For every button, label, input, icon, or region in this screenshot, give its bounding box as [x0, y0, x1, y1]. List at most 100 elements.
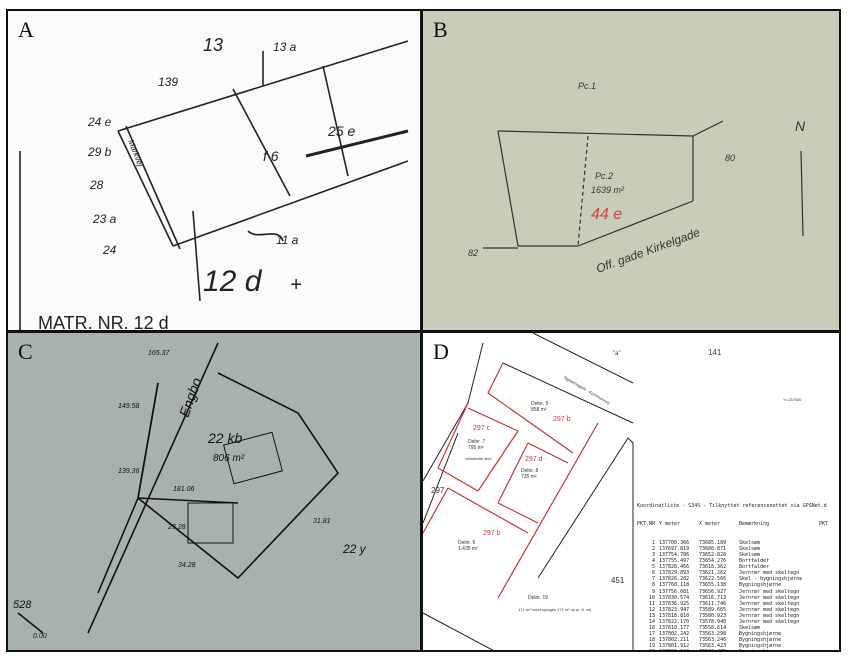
table-cell: Jernrør med skeltegn — [739, 600, 800, 607]
table-cell: 73685.189 — [699, 539, 727, 546]
table-cell: 73563.298 — [699, 631, 727, 638]
table-cell: Bygningshjørne — [739, 582, 782, 589]
table-cell: 137755.497 — [659, 558, 690, 565]
map-label: 858 m² — [531, 407, 547, 413]
table-cell: Skelsøm — [739, 545, 761, 552]
table-cell: Bygningshjørne — [739, 631, 782, 638]
table-cell: 9 — [651, 588, 655, 595]
table-cell: Bygningshjørne — [739, 637, 782, 644]
header-cell: X meter — [699, 521, 721, 528]
table-cell: 6 — [651, 570, 655, 577]
table-cell: 137756.081 — [659, 588, 690, 595]
table-cell: Jernrør med skeltegn — [739, 594, 800, 601]
table-cell: 137801.912 — [659, 643, 690, 650]
map-label: Delnr. 9 — [531, 401, 548, 407]
map-label: Delnr. 19 — [528, 595, 548, 601]
table-title: Koordinatliste - S34S - Tilknyttet refer… — [637, 503, 827, 510]
map-label: Delnr. 7 — [468, 439, 485, 445]
map-label: Pc.1 — [578, 81, 596, 91]
table-cell: Skel - bygningshjørne — [739, 576, 803, 583]
map-label: 165.37 — [148, 350, 171, 357]
map-label: Pc.2 — [595, 171, 613, 181]
table-cell: 16 — [648, 625, 655, 632]
table-cell: 4 — [651, 558, 655, 565]
table-cell: 10 — [648, 594, 655, 601]
map-label: 23 a — [92, 212, 117, 226]
table-cell: Skelsøm — [739, 539, 761, 546]
panel-label: A — [18, 17, 34, 42]
table-cell: 5 — [651, 564, 655, 571]
map-label: Delnr. 8 — [521, 468, 538, 474]
map-label: 28 — [89, 178, 104, 192]
panel-c: Engbo 22 kb 806 m² 22 y 528 0.00 165.37 … — [6, 331, 422, 652]
map-label: vinkelrette skel — [465, 456, 492, 461]
table-cell: 137802.242 — [659, 631, 690, 638]
coordinate-table: Koordinatliste - S34S - Tilknyttet refer… — [637, 491, 828, 650]
table-cell: 17 — [648, 631, 655, 638]
table-row: 17 137802.242 73563.298 Bygningshjørne — [637, 631, 828, 637]
parcel-label: 297 b — [553, 416, 571, 423]
map-b-drawing: Pc.1 Pc.2 1639 m² 44 e 80 82 Off. gade K… — [468, 81, 806, 276]
parcel-label: 297 d — [525, 456, 543, 463]
table-row: 4 137755.497 73654.276 Bortfalder — [637, 558, 828, 564]
map-label: 82 — [468, 248, 478, 258]
map-label: 31.81 — [313, 518, 331, 525]
map-label: 22 y — [342, 542, 367, 556]
header-cell: Bemærkning — [739, 521, 770, 528]
table-cell: Jernrør med skeltegn — [739, 606, 800, 613]
table-cell: Jernrør med skeltegn — [739, 618, 800, 625]
table-cell: Skelsøm — [739, 625, 761, 632]
map-label: 22 kb — [207, 430, 242, 446]
table-cell: 137802.211 — [659, 637, 690, 644]
panel-b: Pc.1 Pc.2 1639 m² 44 e 80 82 Off. gade K… — [421, 9, 841, 332]
table-cell: 12 — [648, 606, 655, 613]
map-label: 80 — [725, 153, 735, 163]
table-cell: 7 — [651, 576, 655, 583]
table-cell: 73654.276 — [699, 558, 727, 565]
map-label: f 6 — [263, 148, 279, 164]
panel-label: B — [433, 17, 448, 42]
table-cell: 137754.786 — [659, 551, 690, 558]
map-label: 23.28 — [167, 524, 186, 531]
table-cell: 73656.927 — [699, 588, 727, 595]
map-label: + — [290, 274, 302, 296]
map-label: Delnr. 6 — [458, 540, 475, 546]
table-cell: 73655.138 — [699, 582, 727, 589]
table-cell: 73589.665 — [699, 606, 727, 613]
coordinate-label: Y=137920 — [783, 397, 802, 402]
map-label: 149.58 — [118, 403, 140, 410]
map-label: 181.06 — [173, 486, 195, 493]
table-cell: 11 — [648, 600, 655, 607]
table-cell: 137826.282 — [659, 576, 690, 583]
panel-d: 141 "a" 297 297 b 297 c 297 d 297 b 451 … — [421, 331, 841, 652]
map-label: 1.435 m² — [458, 546, 478, 552]
table-cell: Bortfalder — [739, 558, 770, 565]
table-cell: 14 — [648, 618, 655, 625]
map-label: 451 — [611, 576, 625, 585]
header-cell: PKT — [819, 521, 829, 528]
map-title: MATR. NR. 12 d — [38, 313, 169, 332]
table-cell: 137760.118 — [659, 582, 690, 589]
map-label: 24 e — [87, 115, 112, 129]
table-cell: 137818.810 — [659, 612, 690, 619]
table-row: 9 137756.081 73656.927 Jernrør med skeltegn — [637, 589, 828, 595]
table-cell: 73618.362 — [699, 564, 727, 571]
table-cell: 137830.574 — [659, 594, 690, 601]
table-cell: 137700.366 — [659, 539, 690, 546]
table-row: 20137801.94273563.475Bygningshjørne — [637, 649, 828, 650]
table-cell: 20 — [637, 649, 655, 650]
table-cell: 73578.940 — [699, 618, 727, 625]
table-cell: Jernrør med skeltegn — [739, 570, 800, 577]
table-cell: Jernrør med skeltegn — [739, 588, 800, 595]
table-cell: 137822.170 — [659, 618, 690, 625]
map-label: 12 d — [203, 265, 263, 298]
table-cell: 137697.819 — [659, 545, 690, 552]
map-label: 139.36 — [118, 468, 140, 475]
